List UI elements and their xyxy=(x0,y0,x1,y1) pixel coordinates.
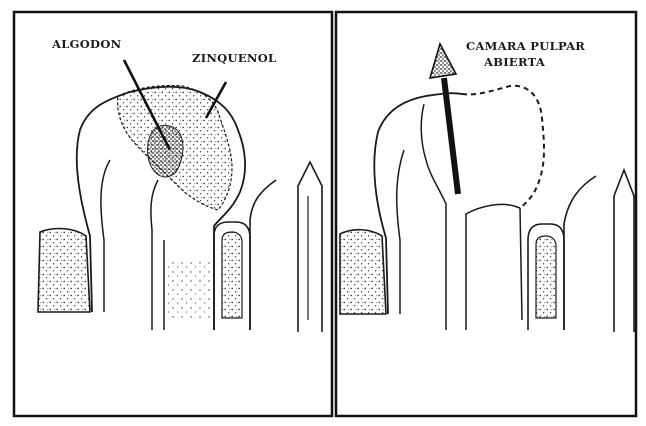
cotton-label: ALGODON xyxy=(51,37,122,51)
right-panel: CAMARA PULPAR ABIERTA xyxy=(336,12,636,416)
zinquenol-label: ZINQUENOL xyxy=(192,51,276,65)
pulp-chamber-label-line2: ABIERTA xyxy=(483,55,546,69)
left-panel: ALGODON ZINQUENOL xyxy=(14,12,332,416)
left-bone-middle xyxy=(168,259,214,318)
right-adjacent-canal xyxy=(536,236,556,318)
pulp-chamber-label-line1: CAMARA PULPAR xyxy=(466,39,585,53)
right-panel-frame xyxy=(336,12,636,416)
left-bone-left xyxy=(38,229,90,312)
cotton-pellet xyxy=(148,125,183,177)
left-panel-frame xyxy=(14,12,332,416)
right-bone-left xyxy=(340,230,386,314)
left-adjacent-canal xyxy=(222,232,242,318)
